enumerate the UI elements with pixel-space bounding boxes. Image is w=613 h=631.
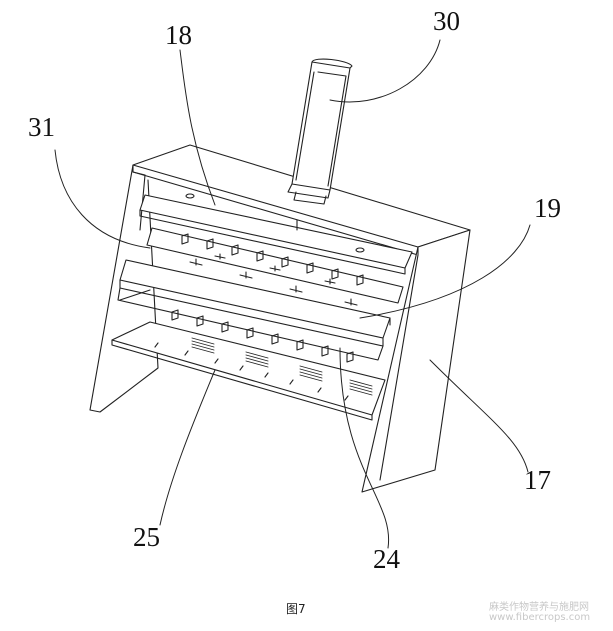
label-19: 19 bbox=[534, 193, 561, 223]
figure-caption: 图7 bbox=[286, 602, 306, 616]
label-30: 30 bbox=[433, 6, 460, 36]
leader-lines bbox=[54, 39, 531, 549]
label-25: 25 bbox=[133, 522, 160, 552]
plate-18 bbox=[139, 193, 413, 275]
label-31: 31 bbox=[28, 112, 55, 142]
lower-blade-row bbox=[117, 287, 384, 363]
housing-right-panel bbox=[361, 229, 471, 493]
watermark-title: 麻类作物营养与施肥网 bbox=[489, 602, 589, 613]
watermark-url: www.fibercrops.com bbox=[489, 612, 591, 623]
label-17: 17 bbox=[524, 465, 551, 495]
label-18: 18 bbox=[165, 20, 192, 50]
plate-19 bbox=[119, 259, 391, 347]
upper-blade-row bbox=[146, 227, 404, 306]
label-24: 24 bbox=[373, 544, 400, 574]
bottom-tray-25 bbox=[111, 321, 386, 421]
cylinder-30 bbox=[287, 58, 353, 205]
